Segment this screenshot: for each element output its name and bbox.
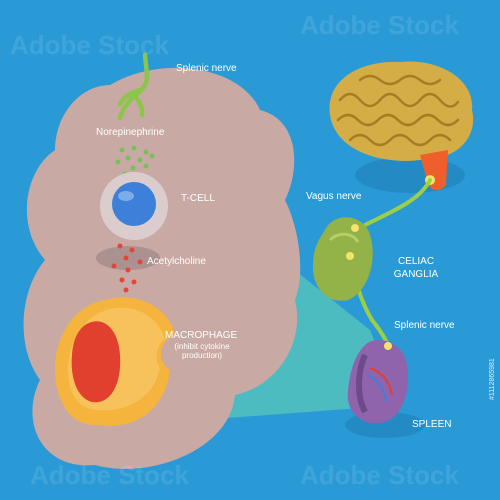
t-cell-icon <box>100 172 168 240</box>
label-macrophage-note: (inhibit cytokine production) <box>174 342 230 360</box>
celiac-ganglia-icon <box>312 217 373 301</box>
brain-shadow <box>355 157 465 193</box>
stock-id: #1112865981 <box>489 358 496 400</box>
vagus-nerve-path <box>363 178 432 227</box>
spleen-icon <box>347 340 409 424</box>
macrophage-icon <box>55 297 175 426</box>
acetylcholine-molecules <box>111 243 143 293</box>
label-acetylcholine: Acetylcholine <box>147 256 206 267</box>
label-t-cell: T-CELL <box>181 193 215 204</box>
label-norepinephrine: Norepinephrine <box>96 127 165 138</box>
label-splenic-nerve-top: Splenic nerve <box>176 63 237 74</box>
label-macrophage: MACROPHAGE <box>165 330 238 341</box>
label-vagus-nerve: Vagus nerve <box>306 191 362 202</box>
brain-icon <box>329 61 474 161</box>
norepinephrine-molecules <box>115 145 155 177</box>
nerve-ending-icon <box>117 52 150 121</box>
label-splenic-nerve-right: Splenic nerve <box>394 320 455 331</box>
label-celiac-ganglia: CELIAC GANGLIA <box>393 256 439 280</box>
label-spleen: SPLEEN <box>412 419 452 430</box>
